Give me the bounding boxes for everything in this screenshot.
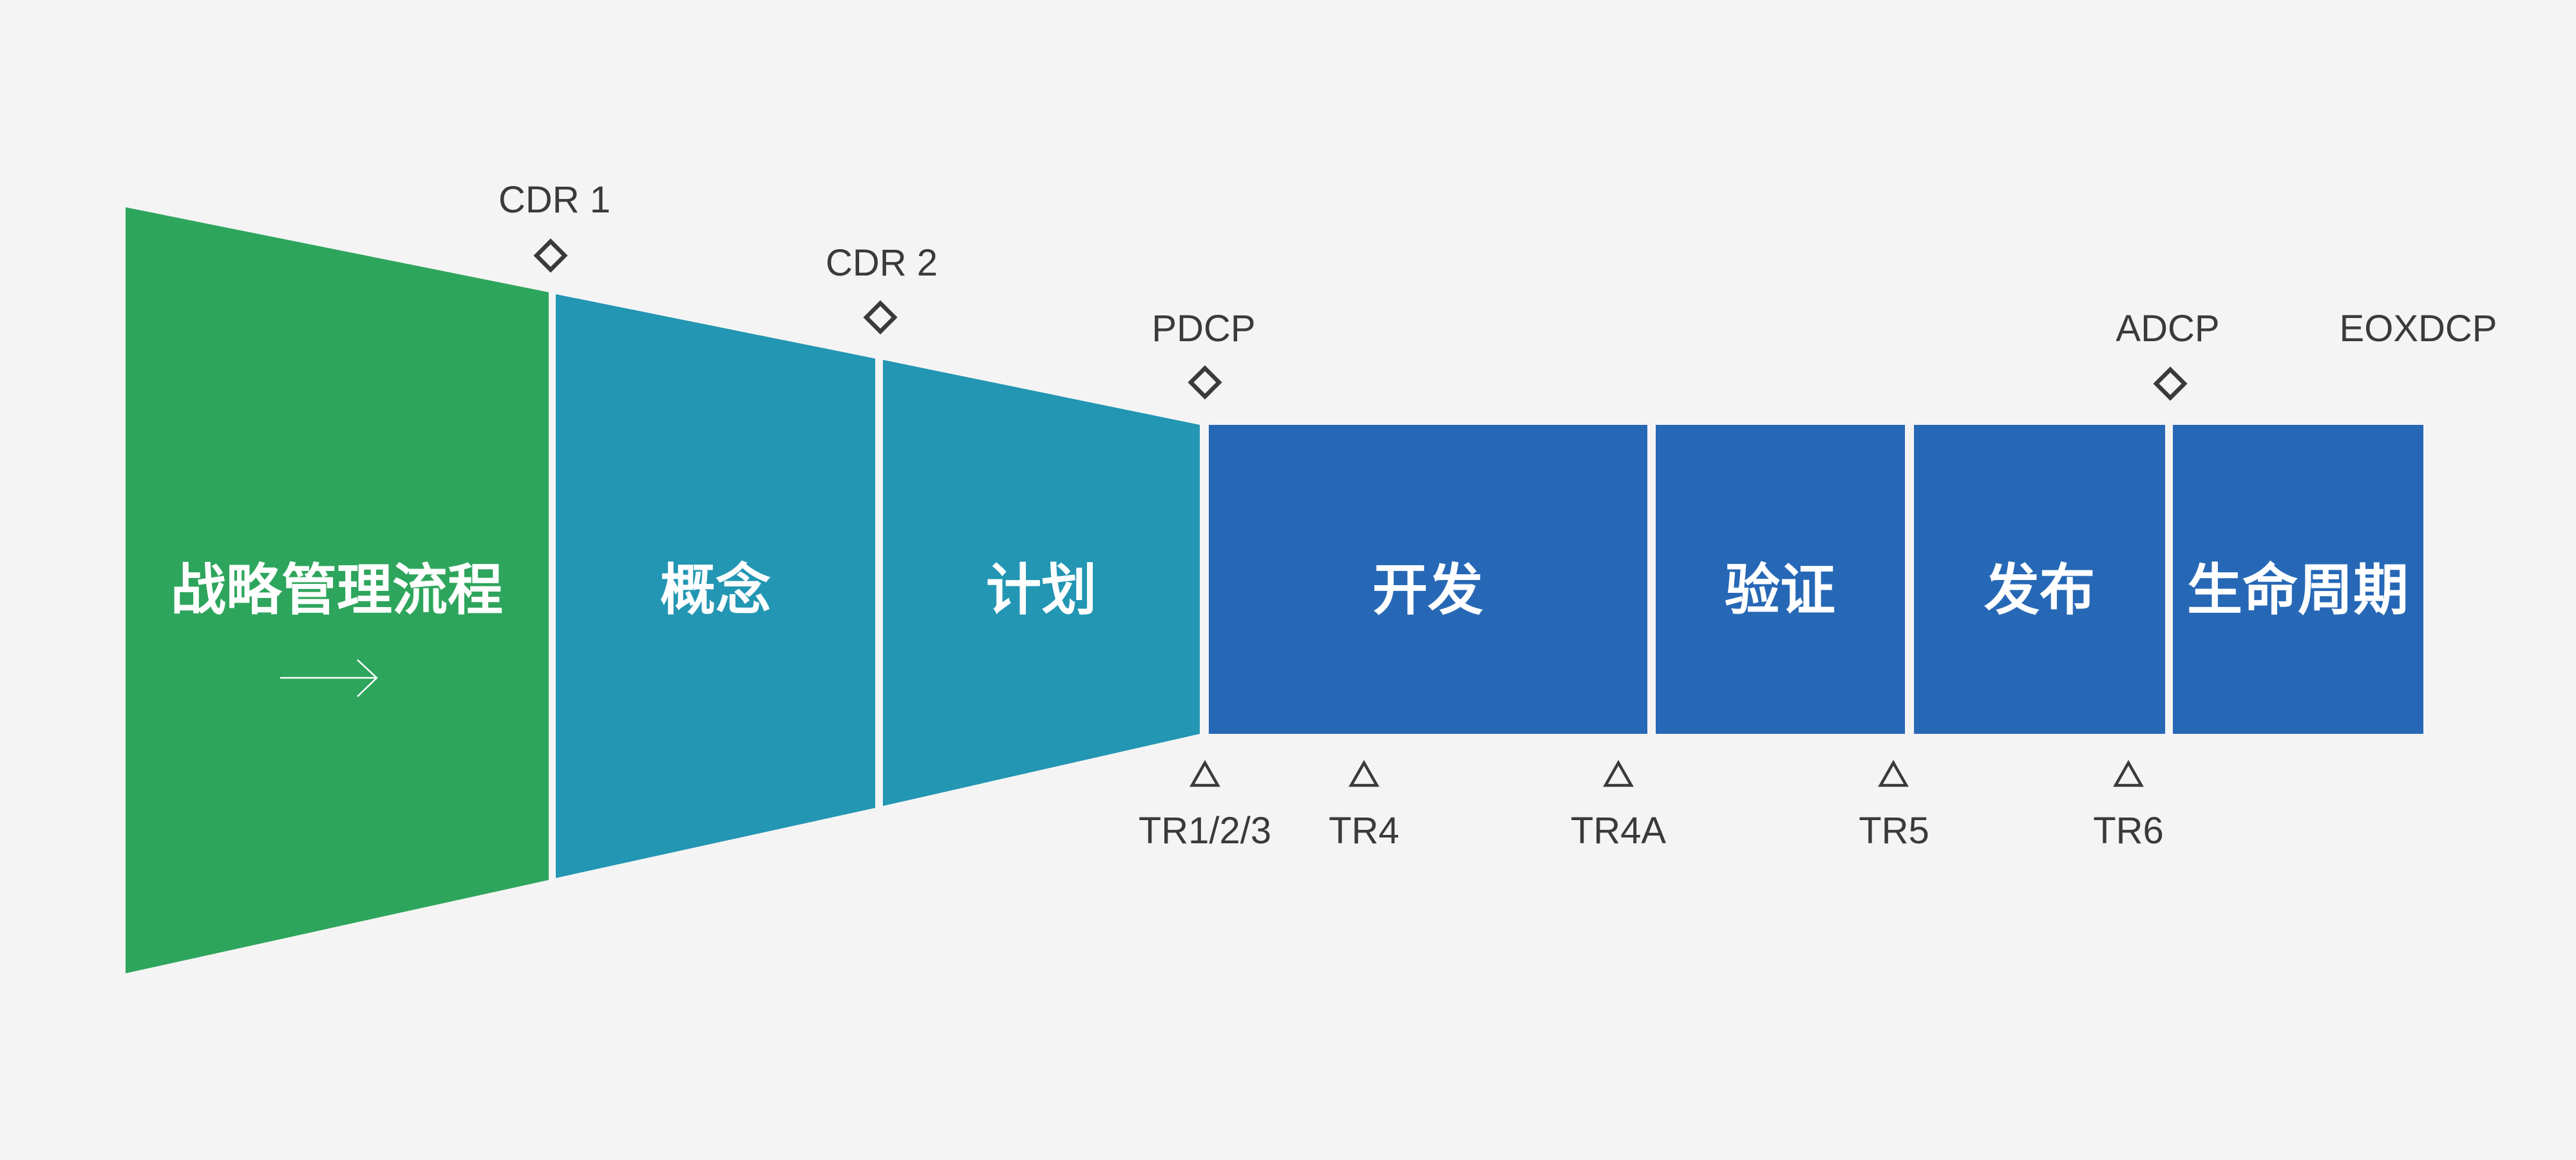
tr4a-triangle-icon bbox=[1603, 760, 1634, 787]
pdcp-diamond-icon bbox=[1188, 365, 1222, 400]
adcp-diamond-icon bbox=[2153, 366, 2188, 401]
flow-arrow-icon bbox=[280, 659, 378, 697]
tr4-triangle-icon bbox=[1349, 760, 1379, 787]
checkpoint-label-pdcp: PDCP bbox=[1151, 308, 1255, 350]
tr5-triangle-icon bbox=[1878, 760, 1909, 787]
review-label-tr6: TR6 bbox=[2093, 810, 2164, 852]
checkpoint-label-adcp: ADCP bbox=[2116, 308, 2219, 350]
phase-label-lifecycle: 生命周期 bbox=[2187, 559, 2409, 621]
checkpoint-label-cdr2: CDR 2 bbox=[826, 242, 938, 284]
phase-label-strategy: 战略管理流程 bbox=[171, 559, 503, 621]
cdr1-diamond-icon bbox=[533, 238, 568, 273]
phase-label-concept: 概念 bbox=[660, 559, 771, 621]
phase-shape-verify bbox=[1656, 425, 1905, 734]
phase-shape-develop bbox=[1209, 425, 1647, 734]
phase-label-develop: 开发 bbox=[1372, 559, 1483, 621]
phase-shape-lifecycle bbox=[2173, 425, 2423, 734]
phase-shape-strategy bbox=[126, 207, 549, 973]
review-label-tr5: TR5 bbox=[1859, 810, 1929, 852]
phase-label-release: 发布 bbox=[1984, 559, 2095, 621]
phase-shape-concept bbox=[556, 294, 875, 878]
phase-label-verify: 验证 bbox=[1725, 559, 1835, 621]
checkpoint-label-eoxdcp: EOXDCP bbox=[2340, 308, 2497, 350]
review-label-tr123: TR1/2/3 bbox=[1139, 810, 1271, 852]
tr123-triangle-icon bbox=[1189, 760, 1220, 787]
phase-shape-release bbox=[1914, 425, 2165, 734]
phase-label-plan: 计划 bbox=[986, 559, 1097, 621]
review-label-tr4a: TR4A bbox=[1571, 810, 1667, 852]
phase-shape-plan bbox=[883, 360, 1200, 806]
cdr2-diamond-icon bbox=[863, 300, 898, 335]
review-label-tr4: TR4 bbox=[1329, 810, 1399, 852]
checkpoint-label-cdr1: CDR 1 bbox=[498, 179, 611, 221]
tr6-triangle-icon bbox=[2113, 760, 2144, 787]
